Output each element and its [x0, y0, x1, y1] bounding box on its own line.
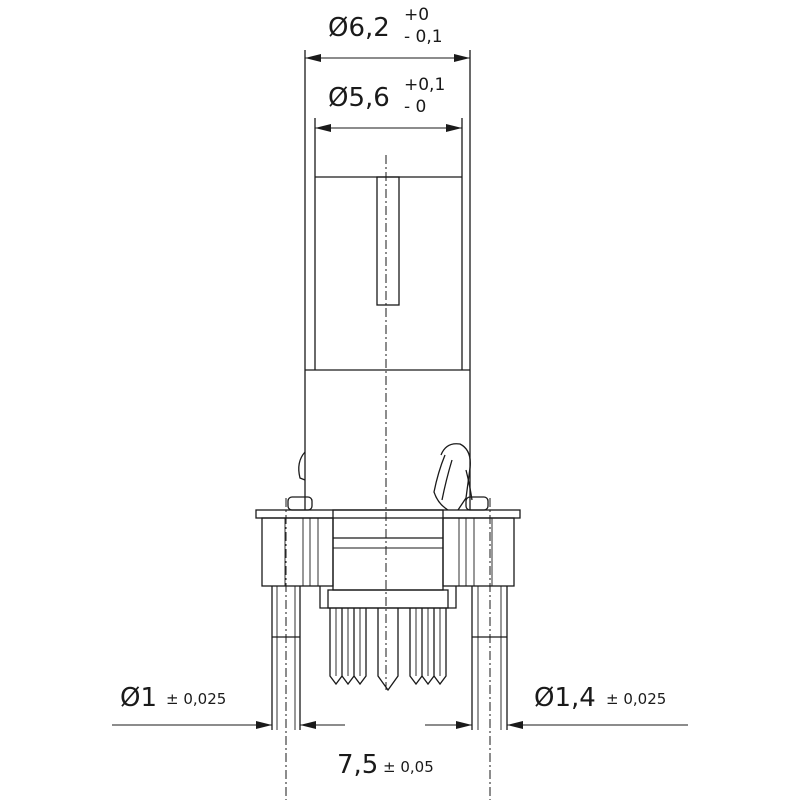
svg-text:± 0,025: ± 0,025 [166, 690, 226, 708]
svg-text:Ø6,2: Ø6,2 [328, 13, 390, 43]
center-housing [319, 509, 457, 609]
svg-text:+0: +0 [404, 5, 429, 25]
svg-text:- 0: - 0 [404, 97, 426, 117]
dim-pin-right [425, 721, 688, 729]
svg-text:± 0,025: ± 0,025 [606, 690, 666, 708]
svg-text:Ø5,6: Ø5,6 [328, 83, 390, 113]
label-pin-right: Ø1,4 ± 0,025 [534, 683, 666, 713]
svg-text:Ø1: Ø1 [120, 683, 157, 713]
clip-left [298, 451, 306, 481]
label-pin-left: Ø1 ± 0,025 [120, 683, 226, 713]
label-outer-diameter: Ø6,2 +0 - 0,1 [328, 5, 443, 47]
label-pin-spacing: 7,5 ± 0,05 [337, 750, 434, 780]
svg-text:+0,1: +0,1 [404, 75, 445, 95]
svg-text:Ø1,4: Ø1,4 [534, 683, 596, 713]
label-inner-diameter: Ø5,6 +0,1 - 0 [328, 75, 445, 117]
svg-text:± 0,05: ± 0,05 [383, 758, 434, 776]
base-block-left [261, 517, 334, 587]
dim-inner-diameter [315, 124, 462, 132]
dim-pin-left [112, 721, 345, 729]
flange [255, 496, 521, 519]
cylinder-body [304, 50, 471, 510]
dim-outer-diameter [305, 54, 470, 62]
center-lines [285, 155, 491, 800]
contact-pins [329, 608, 447, 692]
pin-right [471, 586, 508, 730]
svg-text:7,5: 7,5 [337, 750, 378, 780]
svg-text:- 0,1: - 0,1 [404, 27, 443, 47]
base-block-right [442, 517, 515, 587]
